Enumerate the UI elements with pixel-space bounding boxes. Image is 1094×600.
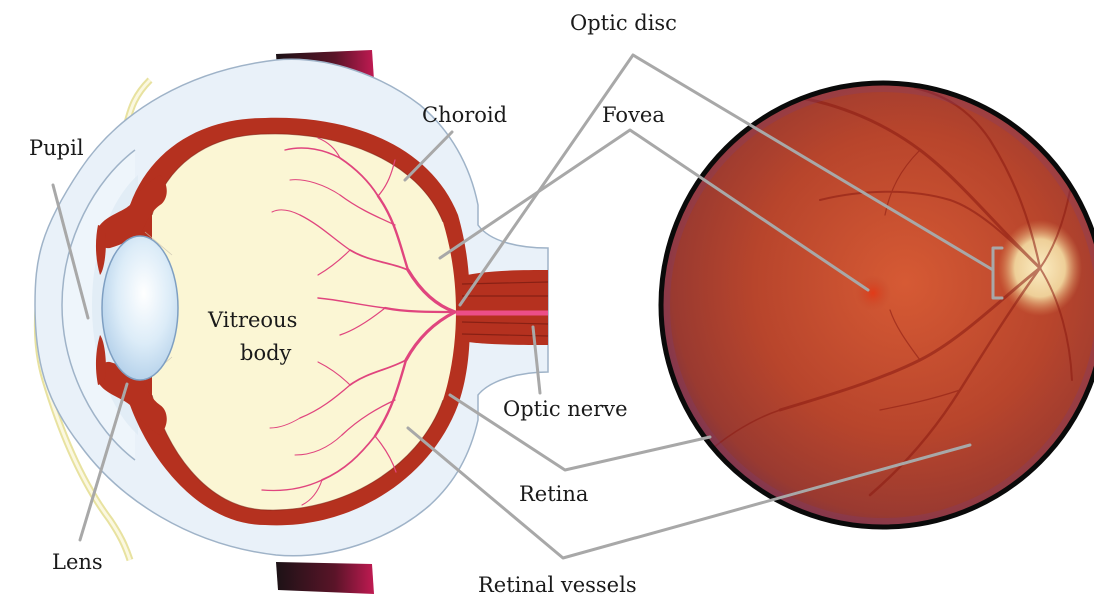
label-vitreous: Vitreous: [207, 308, 297, 332]
label-retinal-vessels: Retinal vessels: [478, 573, 637, 597]
label-body: body: [240, 341, 292, 365]
fundus-photo-icon: [661, 83, 1094, 527]
label-optic-nerve: Optic nerve: [503, 397, 628, 421]
label-lens: Lens: [52, 550, 103, 574]
lower-eyelid: [276, 562, 374, 594]
label-fovea: Fovea: [602, 103, 665, 127]
label-optic-disc: Optic disc: [570, 11, 677, 35]
label-choroid: Choroid: [422, 103, 507, 127]
lens-shape: [102, 236, 178, 380]
fovea-spot: [855, 275, 891, 311]
label-pupil: Pupil: [29, 136, 84, 160]
label-retina: Retina: [519, 482, 588, 506]
